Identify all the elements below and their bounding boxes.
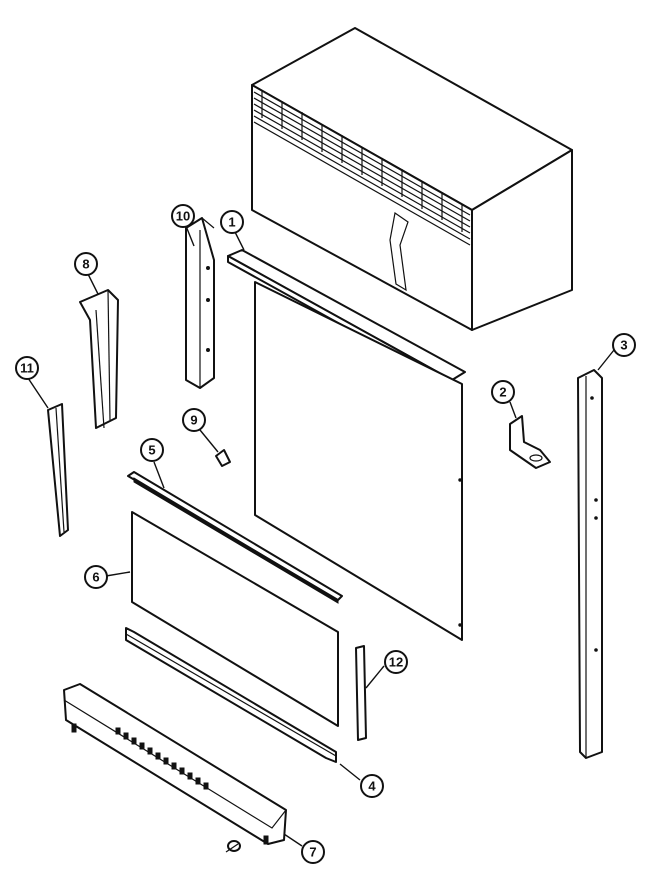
- callout-9: 9: [182, 408, 206, 432]
- callout-9-label: 9: [190, 413, 197, 428]
- front-panel-6: [131, 511, 339, 727]
- callout-6-label: 6: [92, 570, 99, 585]
- callout-2-label: 2: [499, 385, 506, 400]
- callout-11: 11: [15, 356, 39, 380]
- clip-9: [215, 449, 231, 467]
- callout-12: 12: [384, 650, 408, 674]
- air-conditioner-unit: [251, 27, 573, 331]
- callout-7: 7: [301, 840, 325, 864]
- side-channel-8: [79, 289, 119, 429]
- leader-lines: [27, 225, 615, 847]
- strip-11: [47, 403, 69, 537]
- callout-3: 3: [612, 333, 636, 357]
- callout-2: 2: [491, 380, 515, 404]
- callout-1: 1: [220, 210, 244, 234]
- rail-4: [125, 627, 337, 763]
- callout-5-label: 5: [148, 443, 155, 458]
- side-channel-10: [185, 217, 215, 389]
- front-grille-7: [63, 683, 287, 845]
- callout-11-label: 11: [20, 361, 34, 376]
- bracket-2: [509, 415, 551, 469]
- screw: [225, 840, 241, 853]
- callout-7-label: 7: [309, 845, 316, 860]
- callout-3-label: 3: [620, 338, 627, 353]
- callout-8-label: 8: [82, 257, 89, 272]
- callout-4-label: 4: [368, 779, 376, 794]
- callout-12-label: 12: [389, 655, 403, 670]
- callout-1-label: 1: [228, 215, 235, 230]
- callout-8: 8: [74, 252, 98, 276]
- back-panel: [254, 281, 463, 641]
- callout-6: 6: [84, 565, 108, 589]
- rail-5: [127, 471, 343, 604]
- callout-10-label: 10: [176, 209, 190, 224]
- callout-4: 4: [360, 774, 384, 798]
- callout-10: 10: [171, 204, 195, 228]
- strip-12: [355, 645, 367, 741]
- right-rail-3: [577, 369, 603, 759]
- callout-5: 5: [140, 438, 164, 462]
